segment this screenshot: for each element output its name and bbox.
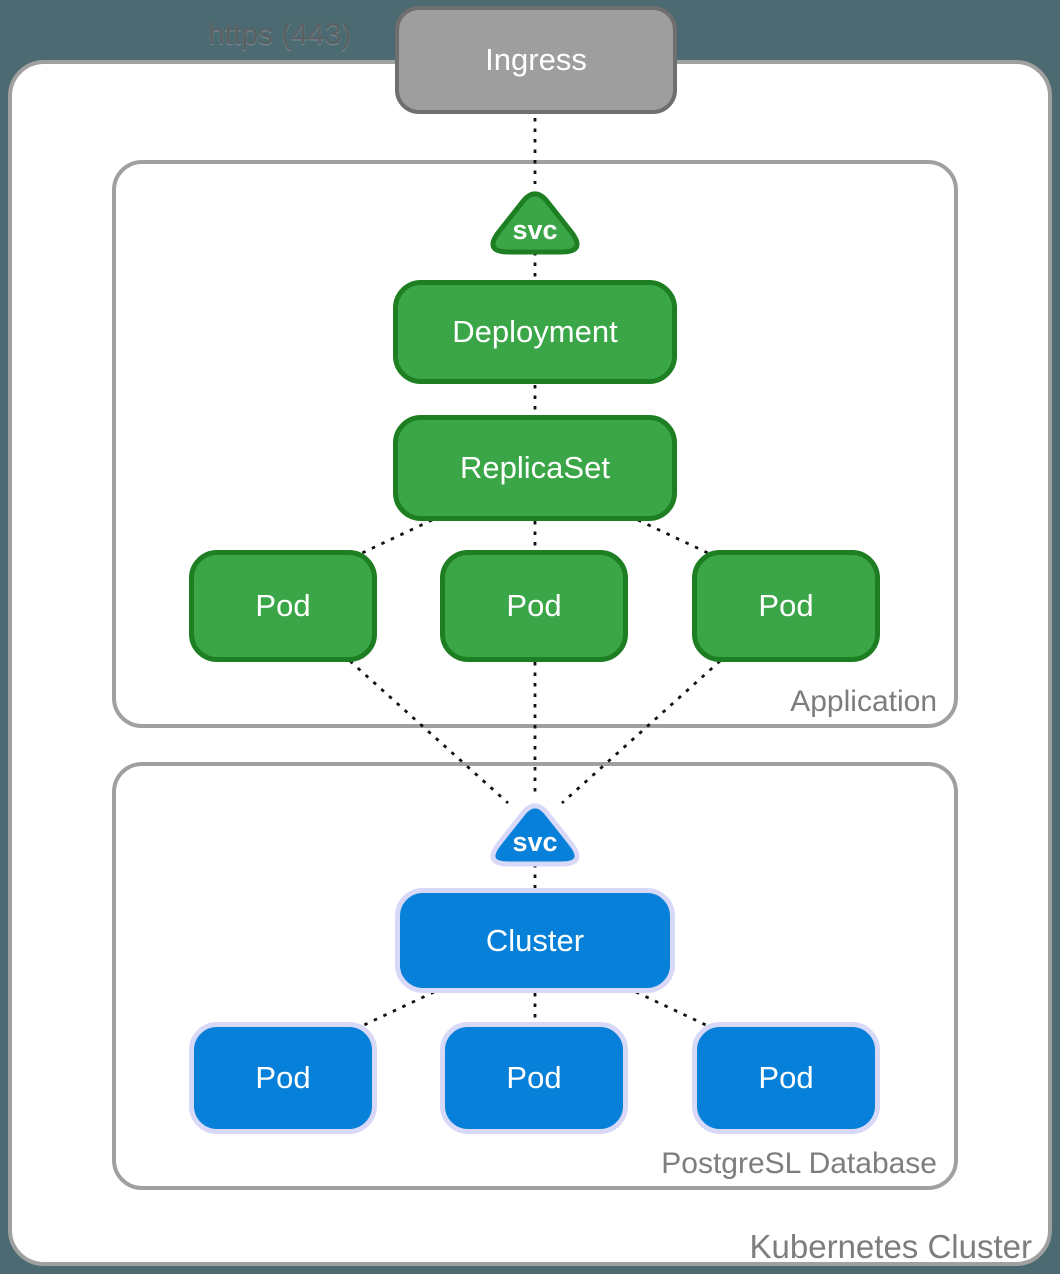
edge-cluster-to-pod3 [635, 990, 709, 1028]
db-pod-3: Pod [692, 1022, 880, 1134]
pod-label: Pod [506, 1060, 562, 1095]
deployment-node: Deployment [393, 280, 677, 384]
app-pod-2: Pod [440, 550, 628, 662]
edge-pod1-to-db-svc [349, 659, 509, 805]
app-pod-1: Pod [189, 550, 377, 662]
database-section-label: PostgreSL Database [661, 1147, 937, 1180]
cluster-label: Cluster [485, 922, 585, 958]
db-svc-node: svc [490, 803, 580, 867]
edge-replicaset-to-pod1 [359, 518, 433, 556]
app-svc-node: svc [490, 191, 580, 255]
db-pod-1: Pod [189, 1022, 377, 1134]
edge-pod3-to-db-svc [561, 659, 721, 805]
app-pod-3: Pod [692, 550, 880, 662]
pg-cluster-node: Cluster [395, 888, 675, 993]
replicaset-label: ReplicaSet [460, 450, 610, 485]
deployment-label: Deployment [452, 314, 618, 349]
edge-replicaset-to-pod3 [637, 518, 711, 556]
pod-label: Pod [255, 1060, 311, 1095]
svc-shape [490, 191, 580, 255]
ingress-node: Ingress [395, 6, 677, 114]
pod-label: Pod [758, 588, 814, 623]
ingress-label: Ingress [485, 42, 587, 77]
db-svc-label: svc [512, 827, 557, 857]
db-pod-2: Pod [440, 1022, 628, 1134]
app-svc-label: svc [512, 215, 557, 245]
pod-label: Pod [758, 1060, 814, 1095]
pod-label: Pod [506, 588, 562, 623]
application-section-label: Application [790, 685, 937, 718]
https-port-label: https (443) [208, 18, 352, 51]
pod-label: Pod [255, 588, 311, 623]
edge-cluster-to-pod1 [361, 990, 435, 1028]
kubernetes-cluster-label: Kubernetes Cluster [749, 1228, 1032, 1265]
replicaset-node: ReplicaSet [393, 415, 677, 521]
svc-shape [490, 803, 580, 867]
